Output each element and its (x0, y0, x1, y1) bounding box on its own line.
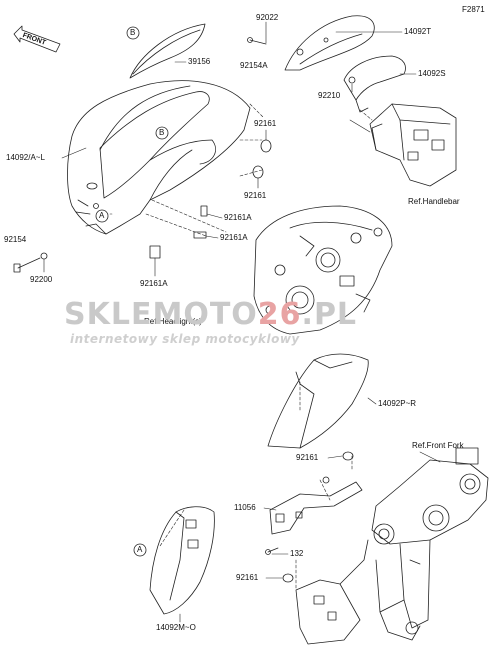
rubber-92161-a (260, 139, 272, 153)
part-14092PR (267, 353, 369, 449)
label-92161-c: 92161 (296, 453, 319, 462)
part-39156 (129, 23, 206, 79)
label-132: 132 (290, 549, 304, 558)
label-14092MO: 14092M~O (156, 623, 196, 632)
part-B-inner-panel (99, 91, 216, 199)
pad-92161A-2 (193, 231, 207, 239)
pad-92161A-3 (149, 245, 161, 259)
label-92161-b: 92161 (244, 191, 267, 200)
callout-a-2 (133, 543, 147, 557)
label-92154A: 92154A (240, 61, 268, 70)
label-92161A-2: 92161A (220, 233, 248, 242)
callout-b-1-letter: B (130, 28, 136, 37)
watermark-part-1: SKLE (64, 297, 153, 332)
part-11056-bracket (269, 476, 363, 535)
screw-92154 (13, 257, 41, 273)
label-92161-d: 92161 (236, 573, 259, 582)
watermark-part-2: MOTO (152, 297, 258, 332)
label-ref-headlight: Ref.Headlight(s) (144, 317, 202, 326)
diagram-code: F2871 (462, 5, 485, 14)
front-arrow-icon (13, 25, 61, 53)
watermark-part-4: .PL (301, 297, 358, 332)
callout-b-2-letter: B (159, 128, 165, 137)
rubber-92161-c (342, 451, 354, 461)
label-92161A-3: 92161A (140, 279, 168, 288)
washer-92200 (40, 252, 48, 260)
label-92022: 92022 (256, 13, 279, 22)
label-92210: 92210 (318, 91, 341, 100)
label-11056: 11056 (234, 503, 256, 512)
screw-132 (265, 547, 279, 555)
label-14092T: 14092T (404, 27, 432, 36)
label-92161-a: 92161 (254, 119, 277, 128)
washer-92022 (296, 48, 304, 56)
label-92161A-1: 92161A (224, 213, 252, 222)
callout-a-2-letter: A (137, 545, 143, 554)
label-39156: 39156 (188, 57, 211, 66)
label-14092S: 14092S (418, 69, 446, 78)
lower-mount (295, 539, 369, 645)
callout-b-2 (155, 126, 169, 140)
callout-a-1-letter: A (99, 211, 105, 220)
handlebar-bracket (369, 103, 457, 187)
label-14092AL: 14092/A~L (6, 153, 45, 162)
part-14092T (284, 15, 375, 71)
screw-92154A (247, 37, 267, 45)
front-fork-assembly (371, 447, 489, 641)
label-14092PR: 14092P~R (378, 399, 417, 408)
label-ref-handlebar: Ref.Handlebar (408, 197, 460, 206)
watermark-tagline: internetowy sklep motocyklowy (70, 332, 300, 346)
part-14092-main-cowl (67, 80, 251, 235)
part-14092MO (149, 506, 215, 615)
grommet-92210 (348, 76, 356, 84)
label-ref-front-fork: Ref.Front Fork (412, 441, 464, 450)
watermark-logo: SKLEMOTO26.PL (64, 300, 357, 330)
pad-92161A-1 (200, 205, 208, 217)
callout-a-1 (95, 209, 109, 223)
label-92200: 92200 (30, 275, 53, 284)
watermark-part-3: 26 (257, 297, 302, 332)
rubber-92161-d (282, 573, 294, 583)
label-92154: 92154 (4, 235, 27, 244)
callout-b-1 (126, 26, 140, 40)
part-14092S (343, 55, 406, 113)
headlight-assembly (253, 205, 393, 335)
